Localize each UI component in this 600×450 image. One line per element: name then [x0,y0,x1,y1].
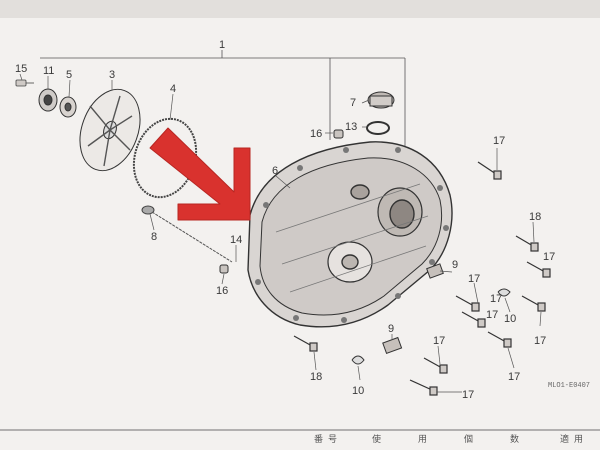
callout-17-right: 17 [543,251,555,263]
footer-headings: 番 号 使 用 個 数 適 用 [314,433,583,445]
footer-col-1: 番 [314,433,323,445]
callout-18-bottom: 18 [310,371,322,383]
bolt-17-mid-c [487,331,512,348]
bolt-18-right [515,235,539,252]
callout-17-mid-a: 17 [468,273,480,285]
callout-3: 3 [109,69,115,81]
assembly-bracket [40,50,406,150]
footer-col-8: 用 [574,434,583,445]
bolt-group [293,161,551,396]
page-top-shadow [0,0,600,18]
callout-17-bottom-right: 17 [508,371,520,383]
callout-15: 15 [15,63,27,75]
red-arrow-icon [149,127,251,221]
footer-col-7: 適 [560,433,569,445]
part-9-bracket-upper [426,263,444,279]
callout-10-bottom: 10 [352,385,364,397]
part-16-plug-top [333,129,344,139]
footer-col-3: 使 [372,433,381,445]
callout-16-top: 16 [310,128,322,140]
part-8-cable [141,205,233,263]
part-9-bracket-lower [382,336,403,355]
callout-17-far-right: 17 [534,335,546,347]
callout-7: 7 [350,97,356,109]
callout-18-right: 18 [529,211,541,223]
callout-16-left: 16 [216,285,228,297]
part-15-screw [15,79,34,87]
part-10-clip-right [497,288,511,297]
callout-17-mid-c: 17 [486,309,498,321]
callout-13: 13 [345,121,357,133]
callout-17-top: 17 [493,135,505,147]
callout-8: 8 [151,231,157,243]
callout-6: 6 [272,165,278,177]
part-11-bearing [38,88,58,112]
callout-17-bottom: 17 [462,389,474,401]
bolt-17-mid-b [461,311,486,328]
part-13-o-ring [366,121,390,135]
part-6-clutch-cover [247,141,453,328]
callout-labels: 1 15 11 5 3 4 7 13 16 17 6 18 8 14 9 17 … [15,39,590,401]
part-3-rotor [79,88,141,172]
bolt-17-mid-a [455,295,480,312]
part-7-filler-cap [367,91,395,109]
callout-11: 11 [43,65,54,77]
callout-1: 1 [219,39,225,51]
callout-17-mid-b: 17 [490,293,502,305]
callout-10-right: 10 [504,313,516,325]
bolt-17-top [477,161,502,180]
bolt-17-right-a [526,261,551,278]
footer-col-4: 用 [418,434,427,445]
callout-5: 5 [66,69,72,81]
bolt-17-right-b [521,295,546,312]
bolt-18-bottom [293,335,318,352]
leader-lines [19,73,542,393]
callout-4: 4 [170,83,176,95]
callout-9-upper: 9 [452,259,458,271]
footer-col-6: 数 [510,433,519,445]
bolt-17-lower-b [409,379,438,396]
footer-col-2: 号 [328,434,337,445]
bolt-17-lower-a [423,357,448,374]
drawing-code: MLO1-E0407 [548,382,590,390]
callout-17-lower: 17 [433,335,445,347]
footer-col-5: 個 [464,433,473,445]
callout-9-lower: 9 [388,323,394,335]
part-16-plug-left [219,264,229,274]
part-5-bushing [59,96,77,118]
callout-14: 14 [230,234,242,246]
part-10-clip-bottom [351,355,365,365]
